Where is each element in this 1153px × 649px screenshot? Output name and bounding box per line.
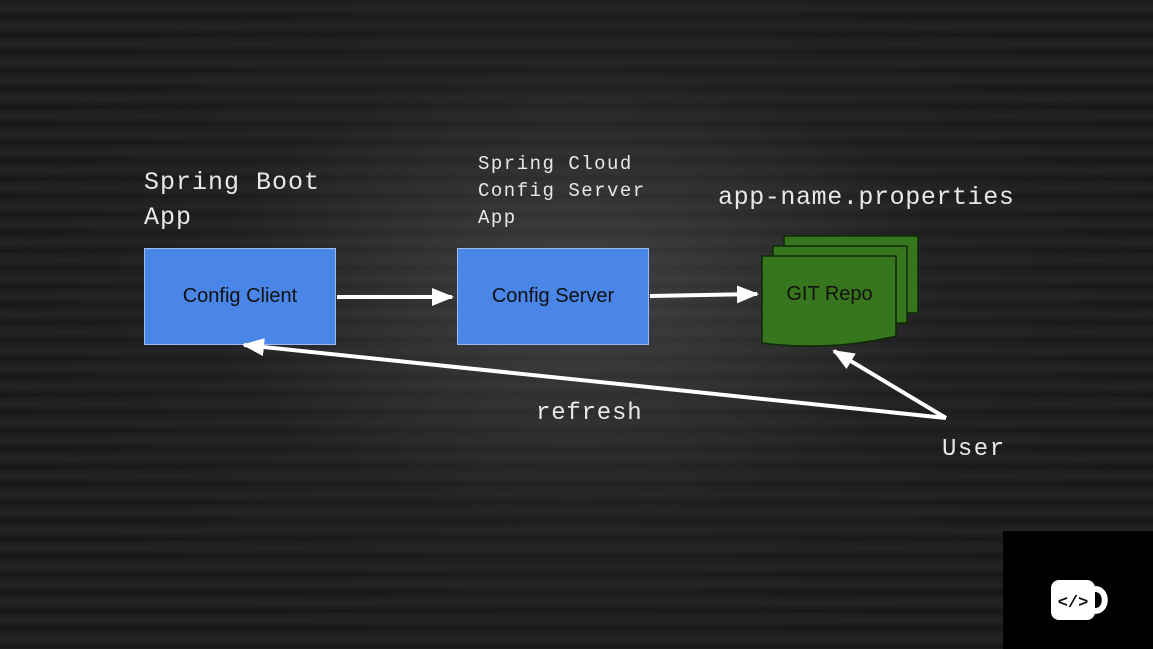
- user-refresh-arrow: [242, 338, 947, 420]
- git-repo-label: GIT Repo: [786, 283, 873, 305]
- config-server-app-label-line: Spring Cloud: [478, 153, 633, 175]
- code-cup-text: </>: [1058, 594, 1089, 613]
- config-server-app-label: Spring Cloud Config Server App: [478, 151, 646, 232]
- spring-boot-app-label-line: App: [144, 203, 193, 232]
- spring-boot-app-label-line: Spring Boot: [144, 168, 321, 197]
- server-to-repo-arrow: [649, 285, 759, 304]
- config-server-app-label-line: App: [478, 207, 517, 229]
- spring-boot-app-label: Spring Boot App: [144, 165, 320, 235]
- git-repo-icon: [761, 235, 919, 347]
- config-server-app-label-line: Config Server: [478, 180, 646, 202]
- app-properties-label: app-name.properties: [718, 183, 1015, 212]
- refresh-label: refresh: [536, 400, 643, 427]
- user-label: User: [942, 436, 1006, 463]
- config-server-box: Config Server: [457, 248, 649, 345]
- code-cup-icon: </>: [1051, 580, 1108, 620]
- config-client-box: Config Client: [144, 248, 336, 345]
- user-to-repo-arrow: [832, 349, 948, 420]
